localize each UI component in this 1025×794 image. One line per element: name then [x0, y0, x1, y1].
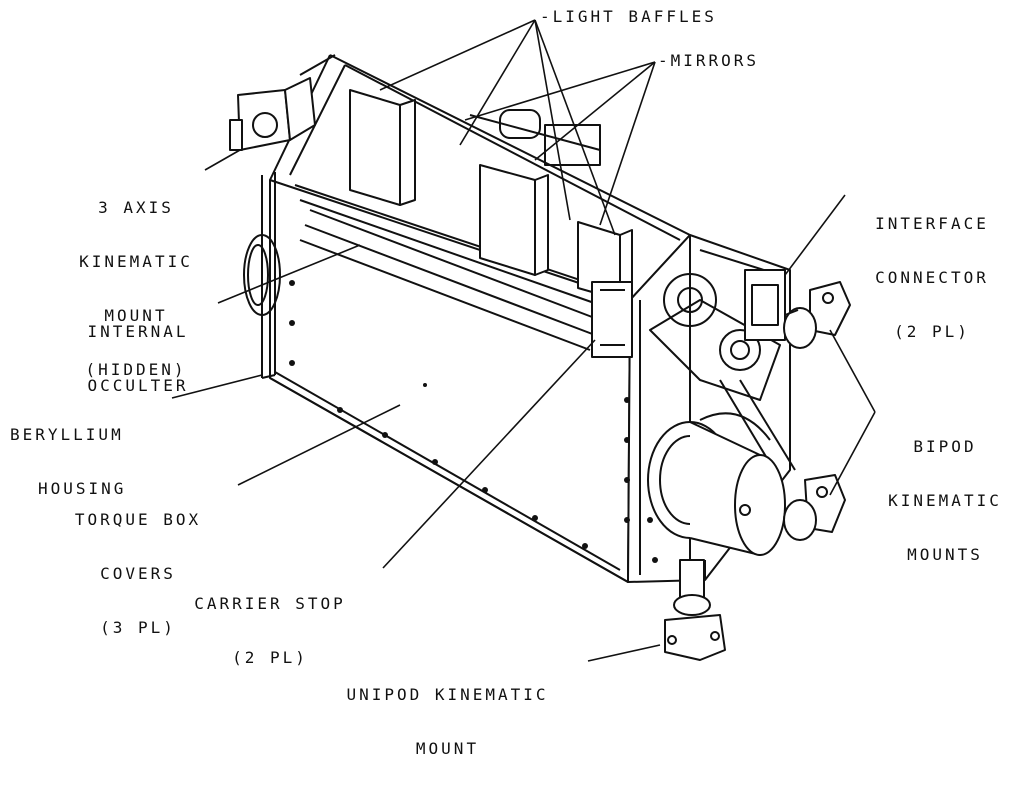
label-three-axis-line3: MOUNT	[104, 306, 168, 325]
label-three-axis-line4: (HIDDEN)	[85, 360, 187, 379]
label-torque-line3: (3 PL)	[100, 618, 176, 637]
mechanism-drawing	[649, 273, 796, 481]
label-three-axis-mount: 3 AXIS KINEMATIC MOUNT (HIDDEN)	[68, 163, 204, 415]
label-torque-line1: TORQUE BOX	[74, 510, 202, 529]
label-internal-occulter: INTERNAL OCCULTER	[58, 287, 218, 431]
mirrors-drawing	[469, 109, 601, 166]
label-carrier-line1: CARRIER STOP	[194, 594, 346, 613]
label-interface-connector: INTERFACE CONNECTOR (2 PL)	[842, 179, 1022, 377]
label-carrier-line2: (2 PL)	[232, 648, 308, 667]
label-bipod-line3: MOUNTS	[907, 545, 983, 564]
side-disk-drawing	[243, 234, 281, 316]
instrument-diagram: -LIGHT BAFFLES -MIRRORS 3 AXIS KINEMATIC…	[10, 7, 1022, 758]
label-beryllium-housing: BERYLLIUM HOUSING	[10, 390, 126, 534]
carrier-stop-drawing	[591, 281, 633, 358]
unipod-mount-drawing	[664, 559, 726, 661]
label-unipod-mount: UNIPOD KINEMATIC MOUNT	[305, 650, 590, 794]
motor-drawing	[647, 421, 786, 556]
label-three-axis-line2: KINEMATIC	[79, 252, 193, 271]
label-occulter-line1: INTERNAL	[87, 322, 189, 341]
label-occulter-line2: OCCULTER	[87, 376, 189, 395]
label-torque-line2: COVERS	[100, 564, 176, 583]
label-torque-box-covers: TORQUE BOX COVERS (3 PL)	[48, 475, 228, 673]
label-interface-line2: CONNECTOR	[875, 268, 989, 287]
label-bipod-mounts: BIPOD KINEMATIC MOUNTS	[875, 402, 1015, 600]
leader-lines	[171, 19, 876, 662]
interface-connector-drawing	[744, 269, 786, 341]
label-unipod-line2: MOUNT	[415, 739, 480, 758]
rivets-drawing	[289, 280, 658, 563]
label-interface-line3: (2 PL)	[894, 322, 970, 341]
instrument-drawing	[171, 19, 876, 662]
bipod-mounts-drawing	[783, 281, 851, 541]
label-bipod-line2: KINEMATIC	[888, 491, 1002, 510]
label-mirrors: -MIRRORS	[658, 51, 760, 70]
label-interface-line1: INTERFACE	[875, 214, 989, 233]
label-beryllium-line2: HOUSING	[38, 479, 127, 498]
light-baffles-drawing	[349, 89, 633, 301]
label-bipod-line1: BIPOD	[913, 437, 977, 456]
label-three-axis-line1: 3 AXIS	[98, 198, 174, 217]
three-axis-mount-drawing	[229, 54, 336, 151]
label-beryllium-line1: BERYLLIUM	[10, 425, 124, 444]
label-light-baffles: -LIGHT BAFFLES	[540, 7, 717, 26]
label-carrier-stop: CARRIER STOP (2 PL)	[160, 559, 380, 703]
